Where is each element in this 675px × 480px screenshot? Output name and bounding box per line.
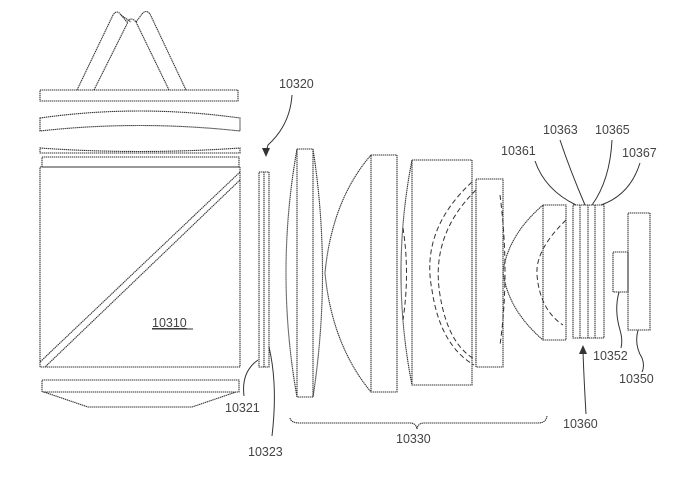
label-10330: 10330 [396,432,431,446]
label-10367: 10367 [622,146,657,160]
leader-10323 [268,346,275,437]
top-plate [39,89,239,102]
lens-4 [475,178,506,368]
lens-5 [502,204,567,341]
label-10323: 10323 [248,445,283,459]
arrowhead-10360 [579,345,587,354]
label-10363: 10363 [543,123,578,137]
leader-10320 [265,94,293,153]
label-10352: 10352 [593,349,628,363]
label-10361: 10361 [501,144,536,158]
sensor-board-10350 [627,212,651,331]
lens-2 [324,154,398,393]
leader-10365 [591,139,613,206]
leader-10352 [616,291,623,349]
lens-1 [285,148,324,398]
leader-10361 [534,160,577,206]
label-10321: 10321 [225,401,260,415]
filter-stack-10360 [572,204,605,339]
label-10310: 10310 [152,316,187,330]
bracket-10330 [289,415,548,430]
leader-10321 [243,359,259,397]
sensor-die-10352 [612,251,629,293]
thin-plate [39,147,241,154]
light-guide-prongs [76,10,187,91]
prism-10310 [39,166,241,368]
bottom-lens [43,391,237,408]
leader-10350 [636,329,644,373]
label-10350: 10350 [619,372,654,386]
label-10365: 10365 [595,123,630,137]
cover-plate [41,156,240,168]
leader-10360 [582,351,587,415]
leader-10367 [600,162,641,206]
lens-3 [400,159,477,386]
top-lens [39,110,241,132]
bottom-plate [41,379,240,393]
arrowhead-10320 [262,148,270,157]
element-10320 [258,171,270,368]
label-10360: 10360 [563,417,598,431]
label-10320: 10320 [279,77,314,91]
leader-10363 [559,139,586,206]
